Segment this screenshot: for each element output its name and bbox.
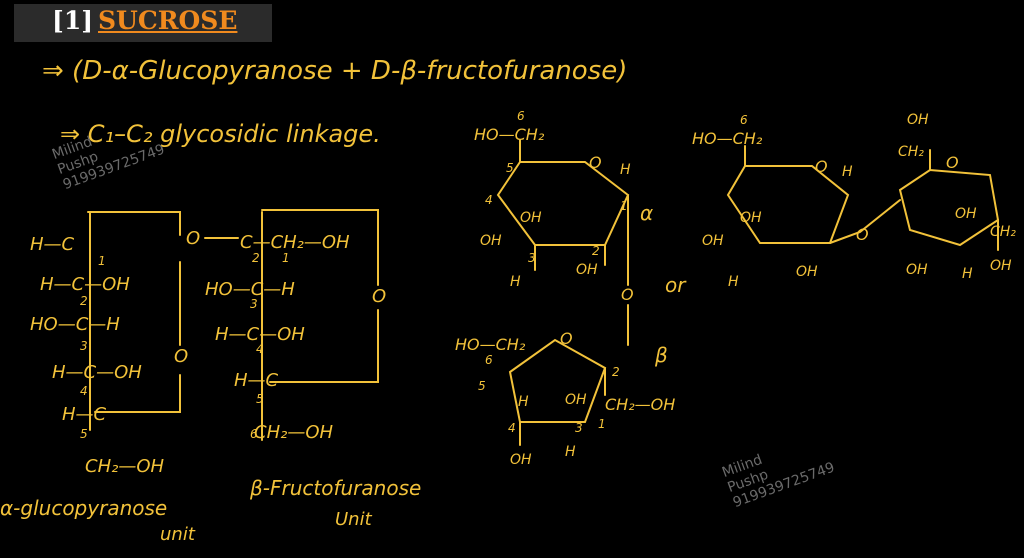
fg-row-3: HO—C—H bbox=[30, 314, 120, 335]
alpha-label: α bbox=[640, 201, 653, 225]
alt-ring-o1: O bbox=[815, 157, 828, 176]
hg-ch2oh: HO—CH₂ bbox=[474, 125, 545, 144]
hg-n5: 5 bbox=[506, 161, 514, 175]
composition-line: ⇒ (D-α-Glucopyranose + D-β-fructofuranos… bbox=[42, 56, 628, 86]
ff-row-1: C—CH₂—OH bbox=[240, 232, 350, 253]
fructose-ring-link bbox=[269, 309, 379, 383]
ff-row-2: HO—C—H bbox=[205, 279, 295, 300]
hf-ch2oh-right: CH₂—OH bbox=[605, 395, 675, 414]
hf-oh3: OH bbox=[565, 392, 587, 408]
hf-h4: H bbox=[518, 394, 529, 410]
fg-num-2: 2 bbox=[80, 294, 88, 308]
title-number: [1] bbox=[52, 6, 94, 35]
hg-n4: 4 bbox=[485, 193, 493, 207]
alt-ch2-top: CH₂ bbox=[898, 144, 924, 160]
ff-row-4: H—C bbox=[234, 370, 279, 391]
hf-ch2oh-top: HO—CH₂ bbox=[455, 335, 526, 354]
alt-fructose-ring bbox=[898, 168, 1000, 247]
or-text: or bbox=[665, 273, 687, 297]
hg-oh2: OH bbox=[576, 262, 598, 278]
hf-n6: 6 bbox=[485, 353, 493, 367]
fg-num-1: 1 bbox=[98, 254, 106, 268]
ff-unit: Unit bbox=[335, 509, 373, 530]
hg-n1: 1 bbox=[620, 199, 628, 213]
hf-oh4: OH bbox=[510, 452, 532, 468]
link-o: O bbox=[621, 285, 634, 304]
alt-oh-ring: OH bbox=[955, 206, 977, 222]
alt-oh-top: OH bbox=[907, 112, 929, 128]
hg-n2: 2 bbox=[592, 244, 600, 258]
ff-row-5: CH₂—OH bbox=[254, 422, 333, 443]
glucose-ring-link bbox=[94, 374, 181, 413]
beta-label: β bbox=[654, 343, 668, 367]
hg-ring-o: O bbox=[589, 153, 602, 172]
alt-c6: 6 bbox=[740, 113, 748, 127]
ff-label: β-Fructofuranose bbox=[249, 476, 421, 500]
ff-num-2: 2 bbox=[252, 251, 260, 265]
ff-num-1: 1 bbox=[282, 251, 290, 265]
hf-ring-o: O bbox=[560, 329, 573, 348]
hg-h3: H bbox=[510, 274, 521, 290]
linkage-line: ⇒ C₁–C₂ glycosidic linkage. bbox=[60, 120, 381, 148]
alt-glucose-ring bbox=[726, 165, 850, 244]
ff-num-6: 6 bbox=[250, 427, 258, 441]
hg-h1: H bbox=[620, 162, 631, 178]
fg-row-2: H—C—OH bbox=[40, 274, 130, 295]
hf-h3: H bbox=[565, 444, 576, 460]
hg-oh4: OH bbox=[520, 210, 542, 226]
fg-unit: unit bbox=[160, 524, 196, 545]
hf-n1: 1 bbox=[598, 417, 606, 431]
alt-link-o: O bbox=[856, 225, 869, 244]
fg-row-1: H—C bbox=[30, 234, 75, 255]
alt-ch2oh: HO—CH₂ bbox=[692, 129, 763, 148]
title-bar bbox=[14, 4, 272, 42]
ff-num-5: 5 bbox=[256, 392, 264, 406]
alt-link bbox=[829, 199, 901, 244]
fg-row-4: H—C—OH bbox=[52, 362, 142, 383]
alt-h3: H bbox=[728, 274, 739, 290]
alt-oh-bottom: OH bbox=[906, 262, 928, 278]
ff-num-3: 3 bbox=[250, 297, 258, 311]
hg-c6: 6 bbox=[517, 109, 525, 123]
fg-row-6: CH₂—OH bbox=[85, 456, 164, 477]
bridge-o: O bbox=[186, 228, 200, 249]
alt-oh2: OH bbox=[796, 264, 818, 280]
hf-n4: 4 bbox=[508, 421, 516, 435]
hg-n3: 3 bbox=[528, 251, 536, 265]
alt-oh4: OH bbox=[740, 210, 762, 226]
fg-num-4: 4 bbox=[80, 384, 88, 398]
hf-n3: 3 bbox=[575, 421, 583, 435]
ff-num-4: 4 bbox=[256, 342, 264, 356]
hg-oh-left: OH bbox=[480, 233, 502, 249]
haworth-glucose-ring bbox=[496, 161, 630, 246]
glucose-c1-link bbox=[87, 211, 181, 236]
fg-ring-o: O bbox=[174, 346, 188, 367]
title-word: SUCROSE bbox=[98, 6, 238, 35]
hf-n2: 2 bbox=[612, 365, 620, 379]
alt-oh-right: OH bbox=[990, 258, 1012, 274]
hf-n5: 5 bbox=[478, 379, 486, 393]
fg-num-3: 3 bbox=[80, 339, 88, 353]
alt-oh-left: OH bbox=[702, 233, 724, 249]
haworth-fructose-ring bbox=[508, 338, 607, 423]
fg-num-5: 5 bbox=[80, 427, 88, 441]
ff-ring-o: O bbox=[372, 286, 386, 307]
alt-ring-o2: O bbox=[946, 153, 959, 172]
alt-ch2-right: CH₂ bbox=[990, 224, 1016, 240]
alt-h1: H bbox=[842, 164, 853, 180]
fg-row-5: H—C bbox=[62, 404, 107, 425]
alt-h-bottom: H bbox=[962, 266, 973, 282]
fg-label: α-glucopyranose bbox=[0, 496, 167, 520]
fructose-top-link bbox=[261, 209, 379, 286]
ff-row-3: H—C—OH bbox=[215, 324, 305, 345]
